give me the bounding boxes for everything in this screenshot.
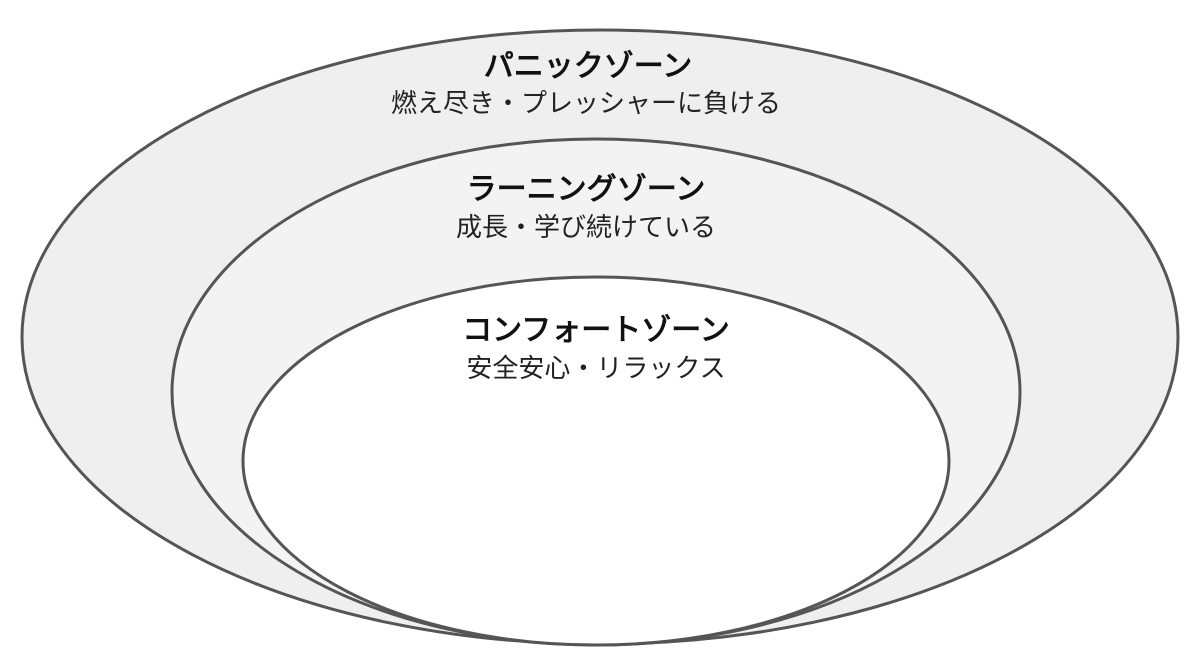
comfort-zone-ellipse — [241, 275, 951, 647]
learning-zone-description: 成長・学び続けている — [456, 213, 716, 243]
panic-zone-title: パニックゾーン — [484, 49, 693, 84]
comfort-zone-title: コンフォートゾーン — [462, 313, 730, 348]
learning-zone-title: ラーニングゾーン — [467, 172, 706, 207]
comfort-zone-description: 安全安心・リラックス — [466, 354, 725, 384]
panic-zone-description: 燃え尽き・プレッシャーに負ける — [391, 89, 781, 119]
